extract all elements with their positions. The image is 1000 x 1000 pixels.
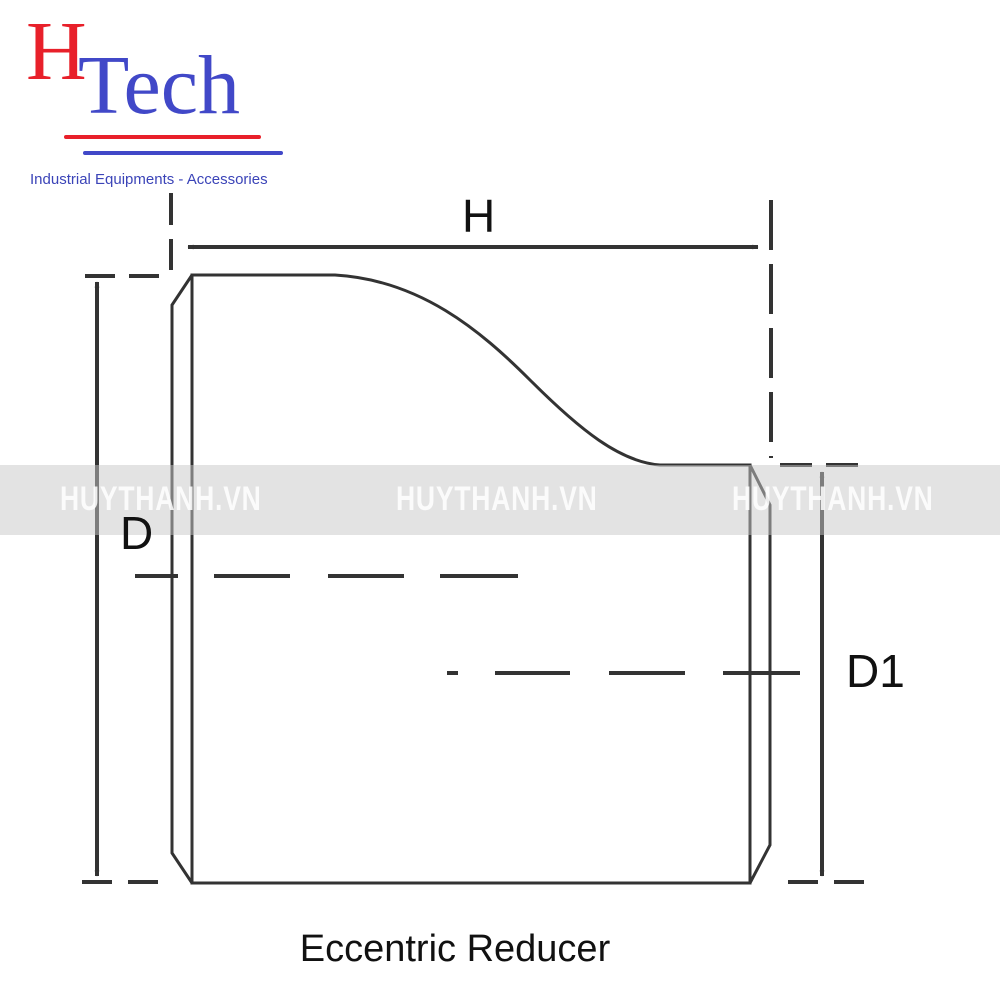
label-d1: D1 <box>846 645 905 697</box>
centerlines <box>135 574 800 675</box>
label-d: D <box>120 507 154 559</box>
watermark-text-1: HUYTHANH.VN <box>60 480 262 518</box>
watermark-text-3: HUYTHANH.VN <box>732 480 934 518</box>
label-h: H <box>462 190 496 242</box>
logo-red-underline <box>64 135 261 139</box>
logo-tagline: Industrial Equipments - Accessories <box>30 171 268 188</box>
diagram-caption: Eccentric Reducer <box>299 928 611 970</box>
reducer-outline <box>170 273 772 885</box>
dimension-h <box>169 193 773 458</box>
watermark-band <box>0 465 1000 535</box>
dimension-d <box>82 274 165 884</box>
htech-logo: H Tech Industrial Equipments - Accessori… <box>0 0 320 200</box>
logo-blue-underline <box>83 151 283 155</box>
watermark-text-2: HUYTHANH.VN <box>396 480 598 518</box>
logo-word-tech: Tech <box>78 39 241 132</box>
logo-letter-h: H <box>26 5 87 98</box>
